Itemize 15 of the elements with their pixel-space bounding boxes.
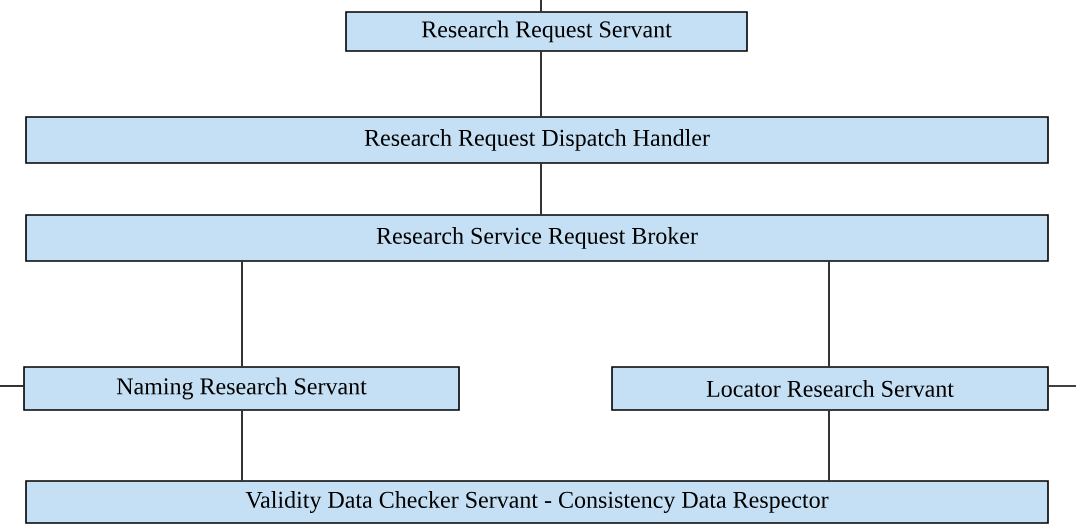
process-box: Research Request Servant xyxy=(345,11,748,52)
connector-line xyxy=(828,261,830,367)
process-box: Research Request Dispatch Handler xyxy=(25,116,1049,164)
process-box: Research Service Request Broker xyxy=(25,214,1049,262)
process-box: Locator Research Servant xyxy=(611,366,1049,411)
connector-line xyxy=(0,385,24,387)
process-box: Naming Research Servant xyxy=(23,366,460,411)
connector-line xyxy=(241,409,243,481)
connector-line xyxy=(540,51,542,117)
connector-line xyxy=(1048,385,1076,387)
connector-line xyxy=(241,261,243,367)
process-box: Validity Data Checker Servant - Consistency Data Respector xyxy=(25,480,1049,524)
connector-line xyxy=(540,163,542,215)
connector-line xyxy=(828,409,830,481)
connector-line xyxy=(540,0,542,12)
